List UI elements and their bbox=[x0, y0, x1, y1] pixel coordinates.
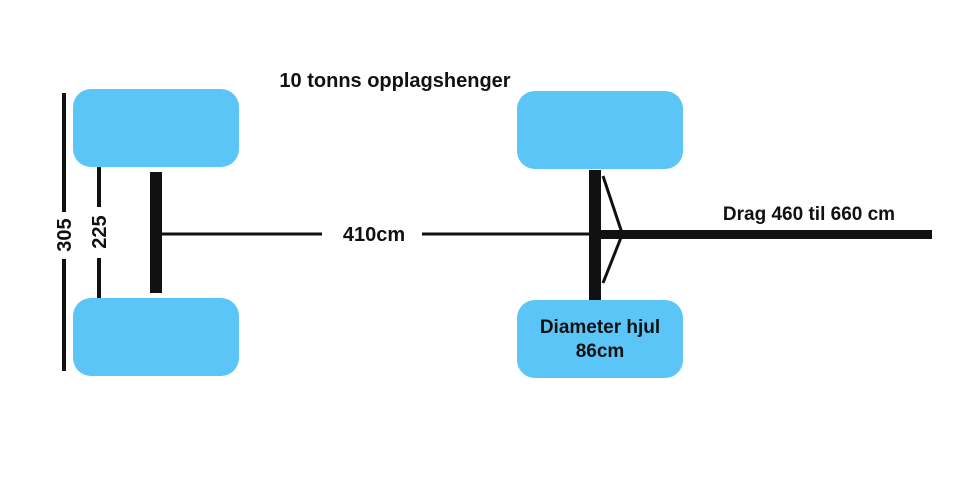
rear-left-bottom-wheel bbox=[73, 298, 239, 376]
wheel-diameter-label-line2: 86cm bbox=[576, 341, 625, 362]
outer-width-label: 305 bbox=[54, 218, 76, 251]
front-top-wheel bbox=[517, 91, 683, 169]
inner-width-label: 225 bbox=[89, 215, 111, 248]
drawbar-label: Drag 460 til 660 cm bbox=[723, 204, 895, 225]
drawbar-brace-bottom bbox=[601, 234, 624, 284]
drawbar bbox=[601, 230, 932, 239]
wheelbase-label: 410cm bbox=[343, 224, 405, 246]
front-axle bbox=[589, 170, 601, 300]
rear-axle bbox=[150, 172, 162, 293]
drawbar-brace-top bbox=[601, 175, 624, 234]
wheel-diameter-label-line1: Diameter hjul bbox=[540, 317, 660, 338]
rear-left-top-wheel bbox=[73, 89, 239, 167]
diagram-title: 10 tonns opplagshenger bbox=[279, 70, 510, 92]
front-bottom-wheel bbox=[517, 300, 683, 378]
